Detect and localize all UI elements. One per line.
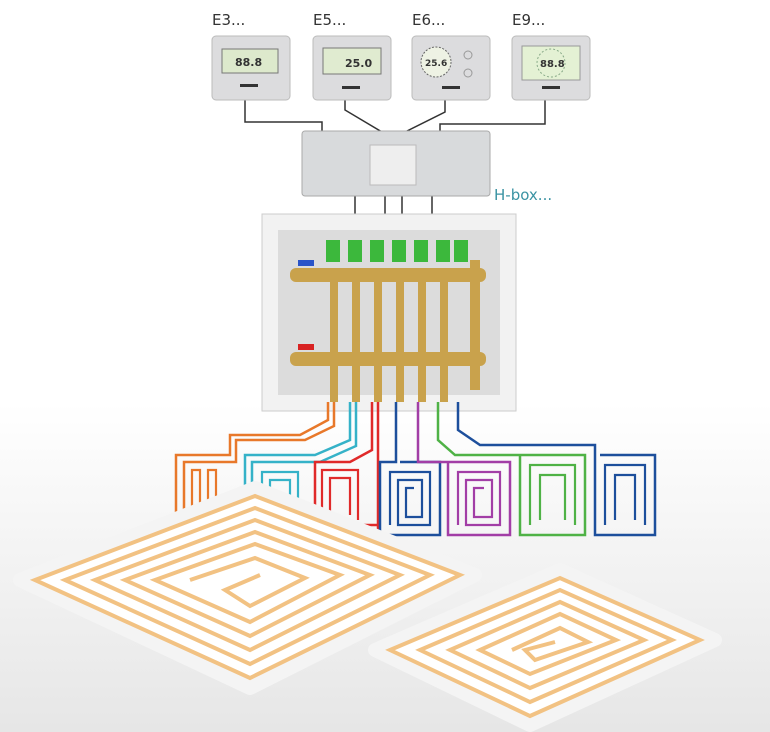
control-wires bbox=[244, 100, 546, 215]
manifold-cabinet bbox=[261, 213, 517, 412]
floor-heating-zone-left bbox=[13, 481, 482, 695]
thermostat-e5: E5... 25.0 bbox=[312, 11, 392, 101]
h-box-hub: H-box... bbox=[301, 130, 552, 204]
pipe-green bbox=[436, 402, 587, 537]
heating-pipes bbox=[174, 402, 657, 537]
thermostat-label: E3... bbox=[212, 11, 245, 29]
thermostat-display: 88.8 bbox=[540, 59, 565, 70]
pipe-darkblue bbox=[456, 402, 657, 537]
h-box-label: H-box... bbox=[494, 186, 552, 204]
floor-heating-zone-right bbox=[368, 563, 722, 732]
thermostat-e3: E3... 88.8 bbox=[211, 11, 291, 101]
thermostat-display: 25.0 bbox=[345, 57, 372, 70]
pipe-purple bbox=[416, 402, 512, 537]
thermostat-e9: E9... 88.8 bbox=[511, 11, 591, 101]
thermostat-label: E6... bbox=[412, 11, 445, 29]
pipe-orange bbox=[174, 402, 336, 520]
thermostat-label: E5... bbox=[313, 11, 346, 29]
thermostat-e6: E6... 25.6 bbox=[411, 11, 491, 101]
thermostat-display: 88.8 bbox=[235, 56, 262, 69]
thermostat-display: 25.6 bbox=[425, 59, 447, 69]
thermostat-label: E9... bbox=[512, 11, 545, 29]
